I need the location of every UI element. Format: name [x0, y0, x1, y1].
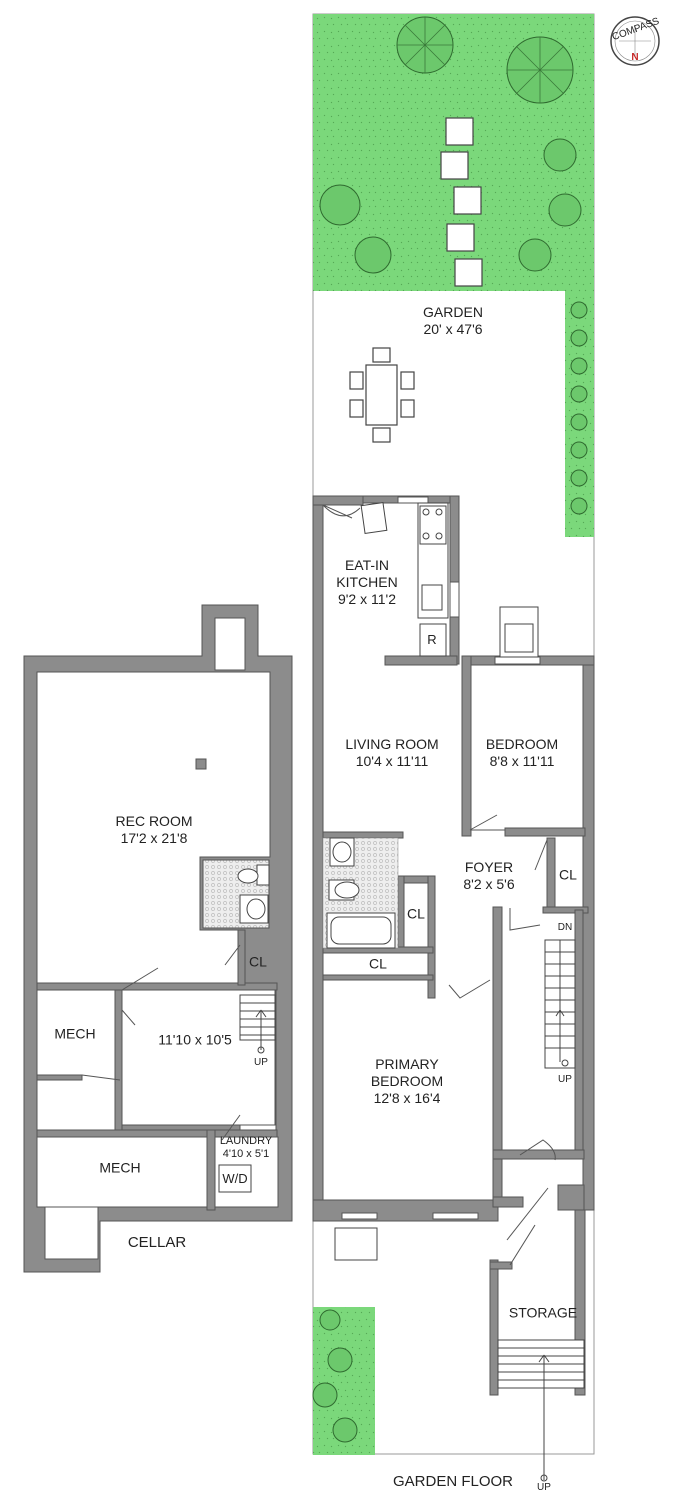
garden-floor-title: GARDEN FLOOR [392, 1473, 514, 1490]
cellar-door-swings [81, 944, 241, 1141]
laundry-label: LAUNDRY 4'10 x 5'1 [219, 1134, 273, 1160]
stepping-stones [440, 117, 483, 287]
garden-label: GARDEN 20' x 47'6 [423, 304, 483, 337]
stair-up-label: UP [558, 1074, 572, 1085]
primary-bedroom-label: PRIMARY BEDROOM 12'8 x 16'4 [370, 1055, 444, 1106]
center-room-label: 11'10 x 10'5 [158, 1031, 232, 1048]
front-planter [334, 1227, 378, 1261]
kitchen-fixtures [360, 502, 449, 657]
garden-floor-walls [312, 495, 595, 1396]
kitchen-label: EAT-IN KITCHEN 9'2 x 11'2 [336, 556, 398, 607]
cellar-title: CELLAR [127, 1234, 187, 1251]
mech-upper-label: MECH [54, 1025, 96, 1042]
mech-lower-label: MECH [99, 1159, 141, 1176]
patio-table-icon [349, 347, 415, 443]
cellar-bath [202, 859, 270, 929]
foyer-label: FOYER 8'2 x 5'6 [463, 859, 515, 892]
compass-icon [610, 16, 660, 66]
storage-label: STORAGE [508, 1304, 578, 1321]
exterior-unit [499, 606, 539, 658]
closet-hall-label: CL [369, 955, 387, 972]
refrigerator-label: R [427, 632, 437, 648]
compass-north: N [631, 52, 639, 63]
hedge-shrubs [570, 301, 588, 515]
cellar-stair-up-label: UP [254, 1057, 268, 1068]
cellar-inner-walls [36, 929, 278, 1211]
closet-center-label: CL [407, 905, 425, 922]
washer-dryer-icon [218, 1164, 252, 1193]
bath-fixtures [322, 837, 399, 949]
cellar-stairs [239, 994, 276, 1054]
garden-floor-stairs [544, 939, 576, 1069]
front-steps [497, 1339, 585, 1482]
stair-down-label: DN [557, 922, 573, 933]
front-stair-up-label: UP [537, 1482, 551, 1493]
bedroom-label: BEDROOM 8'8 x 11'11 [485, 736, 559, 769]
washer-dryer-label: W/D [222, 1171, 248, 1187]
living-room-label: LIVING ROOM 10'4 x 11'11 [345, 736, 439, 769]
garden-floor-windows [341, 496, 541, 1220]
closet-right-label: CL [559, 866, 577, 883]
rec-room-label: REC ROOM 17'2 x 21'8 [115, 813, 193, 846]
tree-icons [312, 16, 582, 1443]
cellar-closet-label: CL [249, 953, 267, 970]
